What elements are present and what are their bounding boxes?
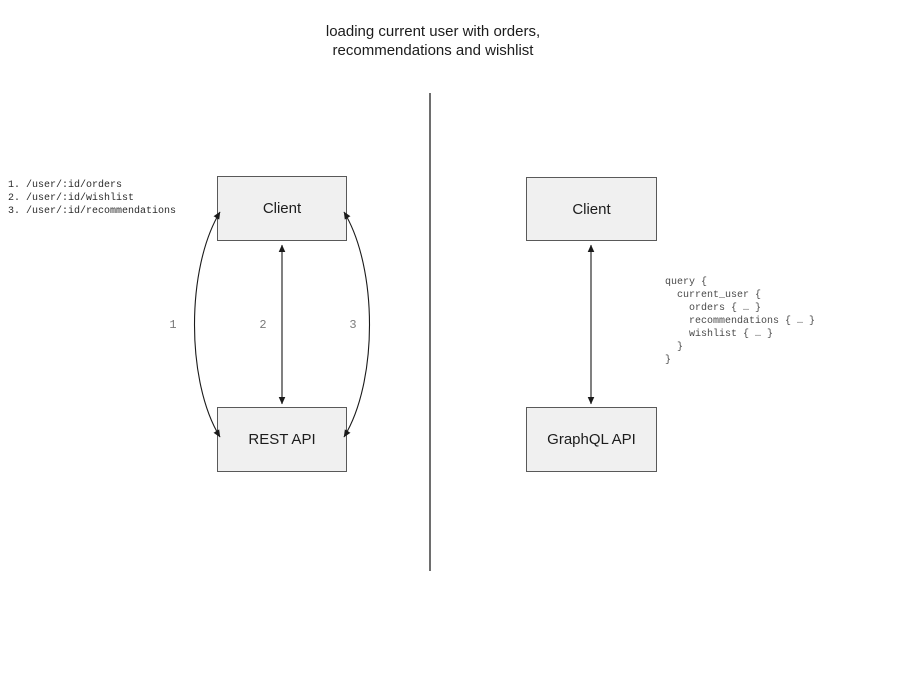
node-client-graphql-label: Client <box>572 200 611 218</box>
arrow-label-1: 1 <box>169 318 177 332</box>
node-client-graphql: Client <box>526 177 657 241</box>
node-graphql-api-label: GraphQL API <box>547 431 636 448</box>
node-rest-api: REST API <box>217 407 347 472</box>
rest-arrow-1-curve <box>193 211 221 438</box>
arrow-label-2: 2 <box>259 318 267 332</box>
node-client-rest: Client <box>217 176 347 241</box>
divider-line <box>429 93 431 571</box>
node-client-rest-label: Client <box>262 200 302 217</box>
arrow-label-3: 3 <box>349 318 357 332</box>
node-rest-api-label: REST API <box>248 431 316 448</box>
node-graphql-api: GraphQL API <box>526 407 657 472</box>
rest-endpoint-list: 1. /user/:id/orders 2. /user/:id/wishlis… <box>8 180 177 217</box>
diagram-title: loading current user with orders, recomm… <box>325 23 541 59</box>
graphql-query-snippet: query { current_user { orders { … } reco… <box>665 277 816 366</box>
